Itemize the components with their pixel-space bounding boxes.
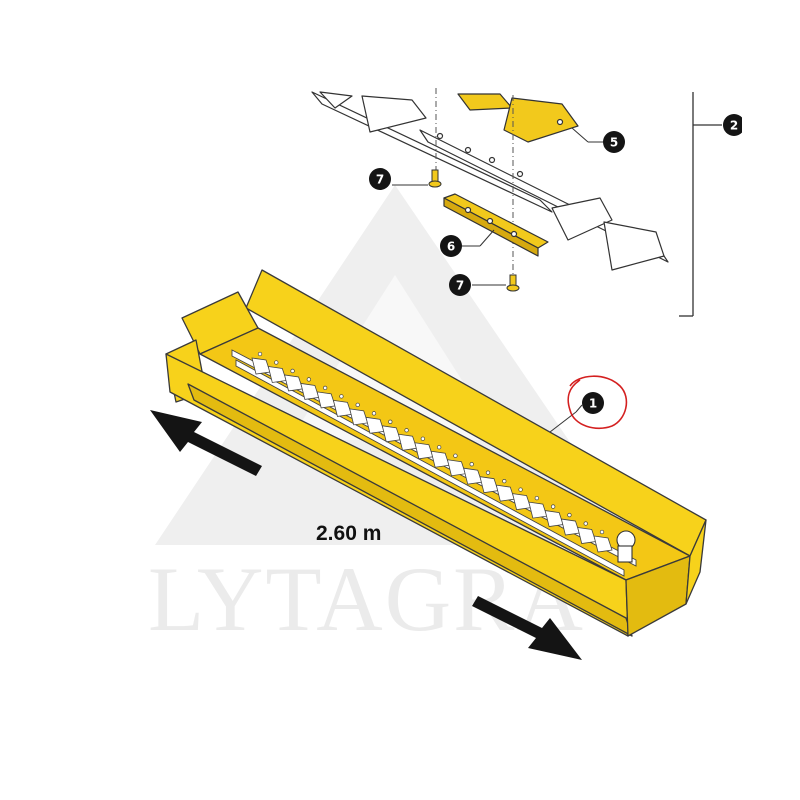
bolt-head bbox=[506, 284, 520, 292]
rivet-hole bbox=[518, 487, 523, 492]
assembly-bracket bbox=[679, 92, 722, 317]
rivet-hole bbox=[550, 504, 556, 509]
knife-head-ball-joint bbox=[616, 530, 636, 563]
rivet-hole bbox=[355, 402, 360, 408]
knife-blade-yellow-1 bbox=[457, 93, 513, 111]
svg-text:7: 7 bbox=[456, 279, 464, 293]
callout-7-upper: 7 bbox=[369, 168, 391, 190]
knife-blade-white-1 bbox=[319, 91, 353, 109]
assembly-axis-lines bbox=[435, 88, 514, 276]
rivet-hole bbox=[404, 428, 409, 433]
part-7-bolt-upper bbox=[428, 169, 442, 188]
rivet-hole bbox=[257, 351, 263, 357]
svg-text:1: 1 bbox=[589, 397, 597, 411]
knife-section-detail bbox=[311, 91, 669, 271]
rivet-hole bbox=[534, 495, 540, 501]
plate-hole bbox=[486, 217, 494, 225]
arrow-right-down bbox=[472, 596, 582, 660]
svg-text:5: 5 bbox=[610, 136, 618, 150]
rivet-hole bbox=[339, 394, 344, 399]
bolt-head bbox=[428, 180, 442, 188]
rivet-hole bbox=[436, 445, 442, 450]
bolt-shank bbox=[431, 169, 439, 183]
knife-blades-in-box bbox=[251, 351, 613, 553]
rivet-hole bbox=[371, 411, 377, 416]
knife-blade-white-4 bbox=[603, 221, 665, 271]
rivet-hole bbox=[583, 521, 588, 526]
knife-blade-white-2 bbox=[361, 95, 427, 133]
part-7-bolt-lower bbox=[506, 274, 520, 292]
highlight-circle bbox=[567, 375, 628, 430]
rivet-hole bbox=[599, 529, 605, 535]
svg-text:7: 7 bbox=[376, 173, 384, 187]
svg-text:2: 2 bbox=[730, 119, 738, 133]
rivet-hole bbox=[290, 368, 295, 374]
callout-7-lower: 7 bbox=[449, 274, 471, 296]
rivet-hole bbox=[485, 470, 491, 475]
box-front-flap bbox=[187, 383, 633, 637]
part-6-plate bbox=[443, 193, 549, 257]
ball-joint-neck bbox=[617, 545, 633, 563]
knife-bar-in-box-lower bbox=[235, 359, 625, 577]
rivet-hole bbox=[567, 512, 572, 518]
right-edge-mask bbox=[742, 100, 800, 150]
knife-blade bbox=[593, 535, 613, 553]
strip-hole bbox=[464, 146, 472, 154]
knife-blade-white-3 bbox=[551, 197, 613, 241]
knife-blade-yellow-2 bbox=[503, 97, 579, 143]
callout-1: 1 bbox=[582, 392, 604, 414]
strip-hole bbox=[436, 132, 444, 140]
arrow-left-up bbox=[150, 410, 262, 476]
strip-hole bbox=[488, 156, 496, 164]
rivet-hole bbox=[388, 419, 393, 424]
callout-6: 6 bbox=[440, 235, 462, 257]
rivet-hole bbox=[274, 360, 279, 365]
rivet-hole bbox=[502, 478, 507, 484]
dimension-label: 2.60 m bbox=[316, 522, 381, 545]
strip-hole bbox=[516, 170, 524, 178]
rivet-hole bbox=[420, 436, 426, 441]
rivet-hole bbox=[469, 462, 474, 467]
rivet-hole bbox=[306, 377, 312, 382]
rivet-hole bbox=[453, 453, 458, 458]
strip-hole bbox=[556, 118, 564, 126]
svg-text:6: 6 bbox=[447, 240, 455, 254]
leader-1b bbox=[575, 404, 583, 413]
plate-hole bbox=[464, 206, 472, 214]
rivet-hole bbox=[322, 385, 328, 391]
callout-2: 2 bbox=[723, 114, 745, 136]
leader-5 bbox=[571, 127, 589, 143]
leader-6b bbox=[479, 229, 495, 247]
box-right-flap bbox=[685, 519, 707, 605]
callout-5: 5 bbox=[603, 131, 625, 153]
plate-hole bbox=[510, 230, 518, 238]
